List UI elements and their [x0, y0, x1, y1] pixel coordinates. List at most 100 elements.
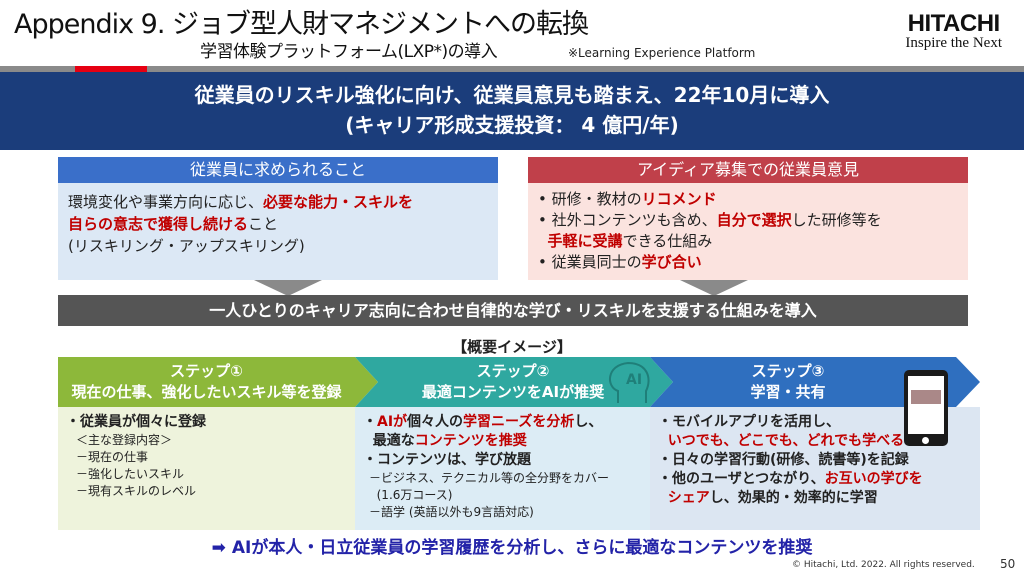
step-lines: ・従業員が個々に登録: [66, 413, 347, 432]
text-line: • 研修・教材のリコメンド: [538, 189, 958, 210]
text-line: ・コンテンツは、学び放題: [363, 451, 642, 470]
banner-line2: (キャリア形成支援投資： 4 億円/年): [345, 113, 679, 137]
text-segment: • 従業員同士の: [538, 253, 642, 271]
text-segment: できる仕組み: [622, 232, 713, 250]
text-line: • 従業員同士の学び合い: [538, 252, 958, 273]
text-segment: 環境変化や事業方向に応じ、: [68, 193, 264, 211]
step-title: 最適コンテンツをAIが推奨: [421, 383, 605, 401]
copyright: © Hitachi, Ltd. 2022. All rights reserve…: [792, 560, 975, 570]
banner: 従業員のリスキル強化に向け、従業員意見も踏まえ、22年10月に導入 (キャリア形…: [0, 72, 1024, 150]
text-line: ・モバイルアプリを活用し、: [658, 413, 972, 432]
text-line: ・従業員が個々に登録: [66, 413, 347, 432]
text-line: 最適なコンテンツを推奨: [363, 432, 642, 451]
sub-item: ＜主な登録内容＞: [76, 433, 173, 447]
highlight-text: 学習ニーズを分析: [463, 414, 575, 430]
sub-item: －強化したいスキル: [76, 467, 185, 481]
text-segment: し、: [574, 414, 603, 430]
sub-item: －現有スキルのレベル: [76, 484, 197, 498]
bottom-note: ➡ AIが本人・日立従業員の学習履歴を分析し、さらに最適なコンテンツを推奨: [211, 538, 813, 558]
text-line: 環境変化や事業方向に応じ、必要な能力・スキルを: [68, 191, 488, 213]
text-segment: した研修等を: [791, 211, 882, 229]
text-segment: ・コンテンツは、学び放題: [363, 452, 531, 468]
box-heading: 従業員に求められること: [58, 157, 498, 183]
sub-item: －語学 (英語以外も9言語対応): [369, 505, 534, 519]
text-line: 自らの意志で獲得し続けること: [68, 213, 488, 235]
step-title: 現在の仕事、強化したいスキル等を登録: [71, 383, 342, 401]
text-line: シェアし、効果的・効率的に学習: [658, 489, 972, 508]
step1-header: ステップ① 現在の仕事、強化したいスキル等を登録: [58, 357, 355, 407]
text-segment: ・他のユーザとつながり、: [658, 471, 825, 487]
step-label: ステップ②: [476, 362, 550, 380]
text-segment: ・モバイルアプリを活用し、: [658, 414, 840, 430]
text-segment: [538, 232, 548, 250]
step3-header: ステップ③ 学習・共有: [673, 357, 903, 407]
step-chevrons: AI: [58, 357, 980, 407]
step1-body: ・従業員が個々に登録 ＜主な登録内容＞ －現在の仕事 －強化したいスキル －現有スキル…: [58, 407, 355, 530]
highlight-text: 手軽に受講: [547, 232, 623, 250]
divider-accent: [75, 66, 147, 72]
text-line: (リスキリング・アップスキリング): [68, 235, 488, 257]
step-sub-list: ＜主な登録内容＞ －現在の仕事 －強化したいスキル －現有スキルのレベル: [66, 432, 347, 500]
logo-name: HITACHI: [907, 10, 1001, 37]
highlight-text: お互いの学びを: [824, 471, 923, 487]
text-line: • 社外コンテンツも含め、自分で選択した研修等を: [538, 210, 958, 231]
smartphone-icon: [904, 370, 948, 446]
text-segment: 個々人の: [407, 414, 464, 430]
text-line: 手軽に受講できる仕組み: [538, 231, 958, 252]
text-segment: ・従業員が個々に登録: [66, 414, 206, 430]
text-line: ・AIが個々人の学習ニーズを分析し、: [363, 413, 642, 432]
text-segment: • 研修・教材の: [538, 190, 642, 208]
step-label: ステップ③: [751, 362, 825, 380]
phone-home-button: [922, 437, 929, 444]
highlight-text: シェア: [667, 490, 710, 506]
step2-header: ステップ② 最適コンテンツをAIが推奨: [378, 357, 648, 407]
highlight-text: AIが: [377, 414, 408, 430]
sub-item: －現在の仕事: [76, 450, 149, 464]
phone-screen: [908, 376, 944, 434]
overview-label: 【概要イメージ】: [452, 338, 572, 356]
step-label: ステップ①: [170, 362, 243, 380]
ai-icon-text: AI: [626, 372, 642, 388]
hitachi-logo: HITACHI Inspire the Next: [905, 10, 1002, 52]
highlight-text: 自らの意志で獲得し続ける: [68, 215, 249, 233]
box-body: • 研修・教材のリコメンド• 社外コンテンツも含め、自分で選択した研修等を 手軽…: [528, 183, 968, 280]
text-line: ・日々の学習行動(研修、読書等)を記録: [658, 451, 972, 470]
text-segment: し、効果的・効率的に学習: [709, 490, 878, 506]
text-segment: ・: [363, 414, 377, 430]
text-segment: • 社外コンテンツも含め、: [538, 211, 717, 229]
box-body: 環境変化や事業方向に応じ、必要な能力・スキルを自らの意志で獲得し続けること(リス…: [58, 183, 498, 280]
highlight-text: 必要な能力・スキルを: [263, 193, 414, 211]
step1-chevron: [58, 357, 378, 407]
highlight-text: リコメンド: [641, 190, 717, 208]
step-lines: ・モバイルアプリを活用し、 いつでも、どこでも、どれでも学べる・日々の学習行動(…: [658, 413, 972, 508]
banner-line1: 従業員のリスキル強化に向け、従業員意見も踏まえ、22年10月に導入: [194, 83, 830, 107]
step2-chevron: [355, 357, 673, 407]
employee-opinions-box: アイディア募集での従業員意見 • 研修・教材のリコメンド• 社外コンテンツも含め…: [528, 157, 968, 280]
down-arrow-icon: [254, 280, 322, 296]
text-segment: ・日々の学習行動(研修、読書等)を記録: [658, 452, 909, 468]
employee-requirements-box: 従業員に求められること 環境変化や事業方向に応じ、必要な能力・スキルを自らの意志…: [58, 157, 498, 280]
logo-tagline: Inspire the Next: [905, 35, 1002, 51]
page-title: Appendix 9. ジョブ型人財マネジメントへの転換: [14, 9, 589, 40]
conclusion-bar: 一人ひとりのキャリア志向に合わせ自律的な学び・リスキルを支援する仕組みを導入: [58, 295, 968, 326]
phone-image: [911, 390, 941, 404]
ai-head-icon: [609, 361, 650, 403]
step-title: 学習・共有: [750, 383, 826, 401]
highlight-text: 自分で選択: [716, 211, 792, 229]
text-segment: [658, 490, 668, 506]
text-line: いつでも、どこでも、どれでも学べる: [658, 432, 972, 451]
highlight-text: コンテンツを推奨: [414, 433, 527, 449]
text-segment: (リスキリング・アップスキリング): [68, 237, 305, 255]
highlight-text: 学び合い: [641, 253, 702, 271]
text-line: ・他のユーザとつながり、お互いの学びを: [658, 470, 972, 489]
sub-item: －ビジネス、テクニカル等の全分野をカバー: [369, 471, 610, 485]
step2-body: ・AIが個々人の学習ニーズを分析し、 最適なコンテンツを推奨・コンテンツは、学び…: [355, 407, 650, 530]
text-segment: こと: [248, 215, 279, 233]
step-sub-list: －ビジネス、テクニカル等の全分野をカバー (1.6万コース)－語学 (英語以外も…: [363, 470, 642, 521]
highlight-text: いつでも、どこでも、どれでも学べる: [667, 433, 905, 449]
down-arrow-icon: [680, 280, 748, 296]
page-subtitle: 学習体験プラットフォーム(LXP*)の導入: [200, 42, 498, 62]
text-segment: 最適な: [363, 433, 415, 449]
step3-chevron: [650, 357, 980, 407]
step-lines: ・AIが個々人の学習ニーズを分析し、 最適なコンテンツを推奨・コンテンツは、学び…: [363, 413, 642, 470]
